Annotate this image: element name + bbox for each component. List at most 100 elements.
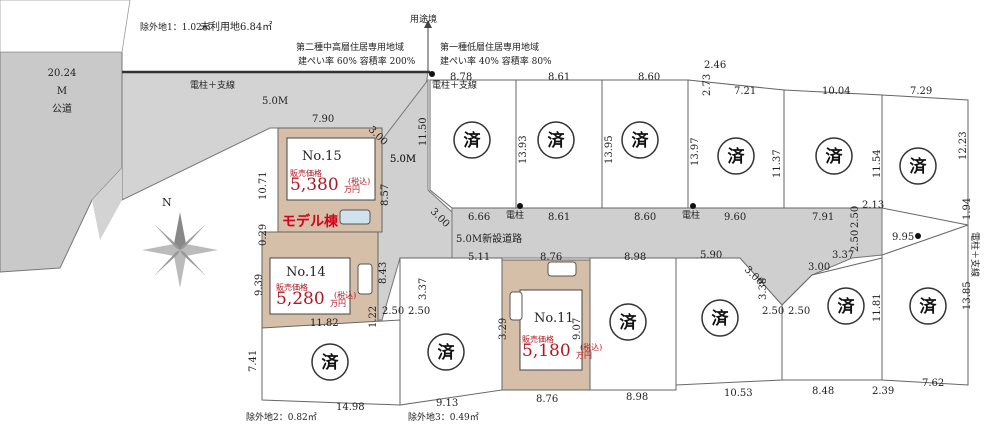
zone-boundary-label: 用途境 <box>410 13 437 25</box>
dimension-label: 2.50 <box>408 306 430 317</box>
lot-number: No.14 <box>286 265 326 280</box>
dimension-label: 3.00 <box>808 262 830 273</box>
pole-support-label: 電柱＋支線 <box>432 79 477 91</box>
price-caption: 販売価格 <box>290 168 322 178</box>
public-road-label: 公道 <box>52 102 72 115</box>
dimension-label: 9.95 <box>892 232 914 243</box>
public-road <box>0 51 123 273</box>
dimension-label: 3.37 <box>832 250 854 261</box>
sold-mark: 済 <box>728 146 746 167</box>
tax-note: (税込) <box>334 290 356 300</box>
dimension-label: 8.98 <box>624 252 646 263</box>
dimension-label: 3.29 <box>498 318 509 340</box>
lot-number: No.15 <box>302 149 342 164</box>
dimension-label: 8.60 <box>634 212 656 223</box>
dimension-label: 7.90 <box>312 114 334 125</box>
dimension-label: 8.60 <box>638 72 660 83</box>
dimension-label: 10.04 <box>822 86 851 97</box>
dimension-label: 1.22 <box>368 306 379 328</box>
sold-badge <box>815 137 853 175</box>
dimension-label: 8.76 <box>540 252 562 263</box>
sold-mark: 済 <box>910 156 928 177</box>
sold-mark: 済 <box>464 130 482 151</box>
dimension-label: 2.50 <box>850 206 861 228</box>
dimension-label: 8.43 <box>378 262 389 284</box>
house-15 <box>286 137 376 201</box>
dimension-label: 8.61 <box>548 72 570 83</box>
car-11 <box>509 291 523 321</box>
dimension-label: 10.53 <box>724 388 753 399</box>
price-caption: 販売価格 <box>522 334 554 344</box>
dimension-label: 5.0M <box>390 154 416 165</box>
dimension-label: 2.50 <box>850 230 861 252</box>
tax-note: (税込) <box>580 342 602 352</box>
compass-icon: N <box>142 196 218 288</box>
excluded-1-label: 除外地1：1.02㎡ <box>140 21 211 33</box>
pole-label: 電柱 <box>682 209 700 221</box>
tax-note: (税込) <box>348 176 370 186</box>
dimension-label: 1.94 <box>962 198 973 220</box>
new-road-label: 5.0M新設道路 <box>456 232 522 245</box>
svg-text:N: N <box>162 196 172 209</box>
side-road-2 <box>92 72 122 240</box>
sold-mark: 済 <box>620 312 638 333</box>
dimension-label: 8.78 <box>450 72 472 83</box>
house-14 <box>269 257 351 315</box>
pole-support-label: 電柱＋支線 <box>190 79 235 91</box>
dimension-label: 2.50 <box>762 306 784 317</box>
dimension-label: 7.41 <box>248 350 259 372</box>
dimension-label: 11.37 <box>772 149 783 178</box>
excluded-3-label: 除外地3：0.49㎡ <box>408 411 479 423</box>
dimension-label: 12.23 <box>958 131 969 160</box>
zone-arrow <box>424 20 432 28</box>
price-unit: 万円 <box>576 351 592 360</box>
dimension-label: 2.73 <box>702 74 713 96</box>
pole-support-label: 電柱＋支線 <box>969 232 981 277</box>
dimension-label: 7.21 <box>734 86 756 97</box>
zone-right-label: 第一種低層住居専用地域 <box>440 41 539 53</box>
excluded-2-label: 除外地2：0.82㎡ <box>246 411 317 423</box>
price-caption: 販売価格 <box>276 282 308 292</box>
dimension-label: 8.48 <box>812 386 834 397</box>
sold-mark: 済 <box>826 146 844 167</box>
sold-mark: 済 <box>438 342 456 363</box>
dimension-label: 11.54 <box>872 149 883 178</box>
sold-badge <box>311 343 349 381</box>
dimension-label: 7.29 <box>910 86 932 97</box>
dimension-label: 13.97 <box>690 137 701 166</box>
sold-badge <box>453 121 491 159</box>
sold-mark: 済 <box>838 296 856 317</box>
zone-left-label: 第二種中高層住居専用地域 <box>296 41 404 53</box>
sold-badge <box>909 287 947 325</box>
model-label: モデル棟 <box>282 213 339 230</box>
dimension-label: 13.85 <box>962 281 973 310</box>
text-layer: 20.24M公道5.0M5.0M5.0M新設道路除外地1：1.02㎡未利用地6.… <box>48 13 981 423</box>
sold-mark: 済 <box>920 296 938 317</box>
dimension-label: 9.39 <box>254 274 265 296</box>
dimension-label: 3.37 <box>418 278 429 300</box>
dimension-label: 11.81 <box>872 293 883 322</box>
sold-badge <box>537 121 575 159</box>
sold-badge <box>621 121 659 159</box>
excluded-area-1 <box>0 0 131 53</box>
dimension-label: 14.98 <box>336 402 365 413</box>
sold-mark: 済 <box>322 352 340 373</box>
sold-badge <box>427 333 465 371</box>
sold-mark: 済 <box>712 308 730 329</box>
car-15 <box>339 209 371 225</box>
dimension-label: 7.62 <box>922 378 944 389</box>
lot-price: 5,380 <box>290 175 339 195</box>
sold-badge <box>717 137 755 175</box>
lot-price: 5,280 <box>276 289 325 309</box>
dimension-label: 3.38 <box>758 278 769 300</box>
dimension-label: 9.60 <box>724 212 746 223</box>
side-road-label: 5.0M <box>262 96 288 107</box>
car-11b <box>547 261 577 277</box>
dimension-label: 10.71 <box>258 171 269 200</box>
dimension-label: 2.46 <box>704 60 726 71</box>
dimension-label: 9.07 <box>572 318 583 340</box>
dimension-label: 5.90 <box>700 250 722 261</box>
dimension-label: 6.66 <box>468 212 490 223</box>
dimension-label: 2.50 <box>382 306 404 317</box>
